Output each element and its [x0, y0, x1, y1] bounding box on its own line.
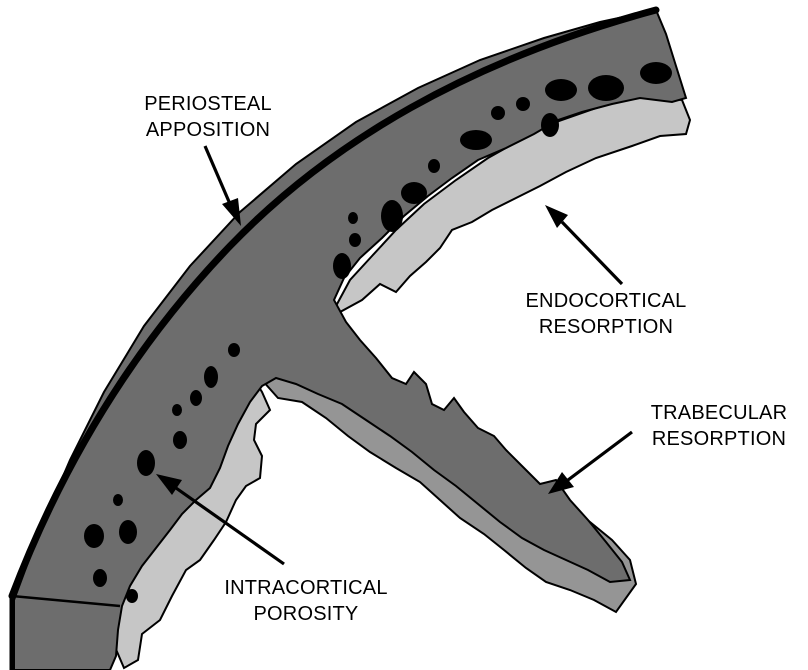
pore: [460, 130, 492, 150]
endocortical-arrow: [545, 205, 622, 284]
pore: [190, 390, 202, 406]
label-intracortical-porosity: INTRACORTICAL POROSITY: [224, 577, 387, 625]
endocortical-label-line2: RESORPTION: [539, 316, 673, 338]
pore: [541, 113, 559, 137]
pore: [349, 233, 361, 247]
pore: [173, 431, 187, 449]
trabecular-arrow: [548, 432, 632, 494]
trabecular-label-line1: TRABECULAR: [651, 402, 787, 424]
pore: [491, 106, 505, 120]
pore: [228, 343, 240, 357]
pore: [113, 494, 123, 506]
intracortical-label-line2: POROSITY: [254, 603, 359, 625]
pore: [401, 182, 427, 204]
pore: [348, 212, 358, 224]
pore: [126, 589, 138, 603]
pore: [84, 524, 104, 548]
pore: [119, 520, 137, 544]
pore: [545, 79, 577, 101]
periosteal-label-line2: APPOSITION: [146, 119, 270, 141]
endocortical-label-line1: ENDOCORTICAL: [526, 290, 687, 312]
periosteal-arrow: [205, 146, 241, 226]
pore: [516, 97, 530, 111]
intracortical-label-line1: INTRACORTICAL: [224, 577, 387, 599]
periosteal-label-line1: PERIOSTEAL: [144, 93, 272, 115]
pore: [137, 450, 155, 476]
trabecular-label-line2: RESORPTION: [652, 428, 786, 450]
pore: [333, 253, 351, 279]
pore: [172, 404, 182, 416]
pore: [204, 366, 218, 388]
label-periosteal-apposition: PERIOSTEAL APPOSITION: [144, 93, 272, 141]
label-endocortical-resorption: ENDOCORTICAL RESORPTION: [526, 290, 687, 338]
pore: [428, 159, 440, 173]
label-trabecular-resorption: TRABECULAR RESORPTION: [651, 402, 787, 450]
pore: [381, 200, 403, 232]
pore: [93, 569, 107, 587]
pore: [588, 75, 624, 101]
pore: [640, 62, 672, 84]
